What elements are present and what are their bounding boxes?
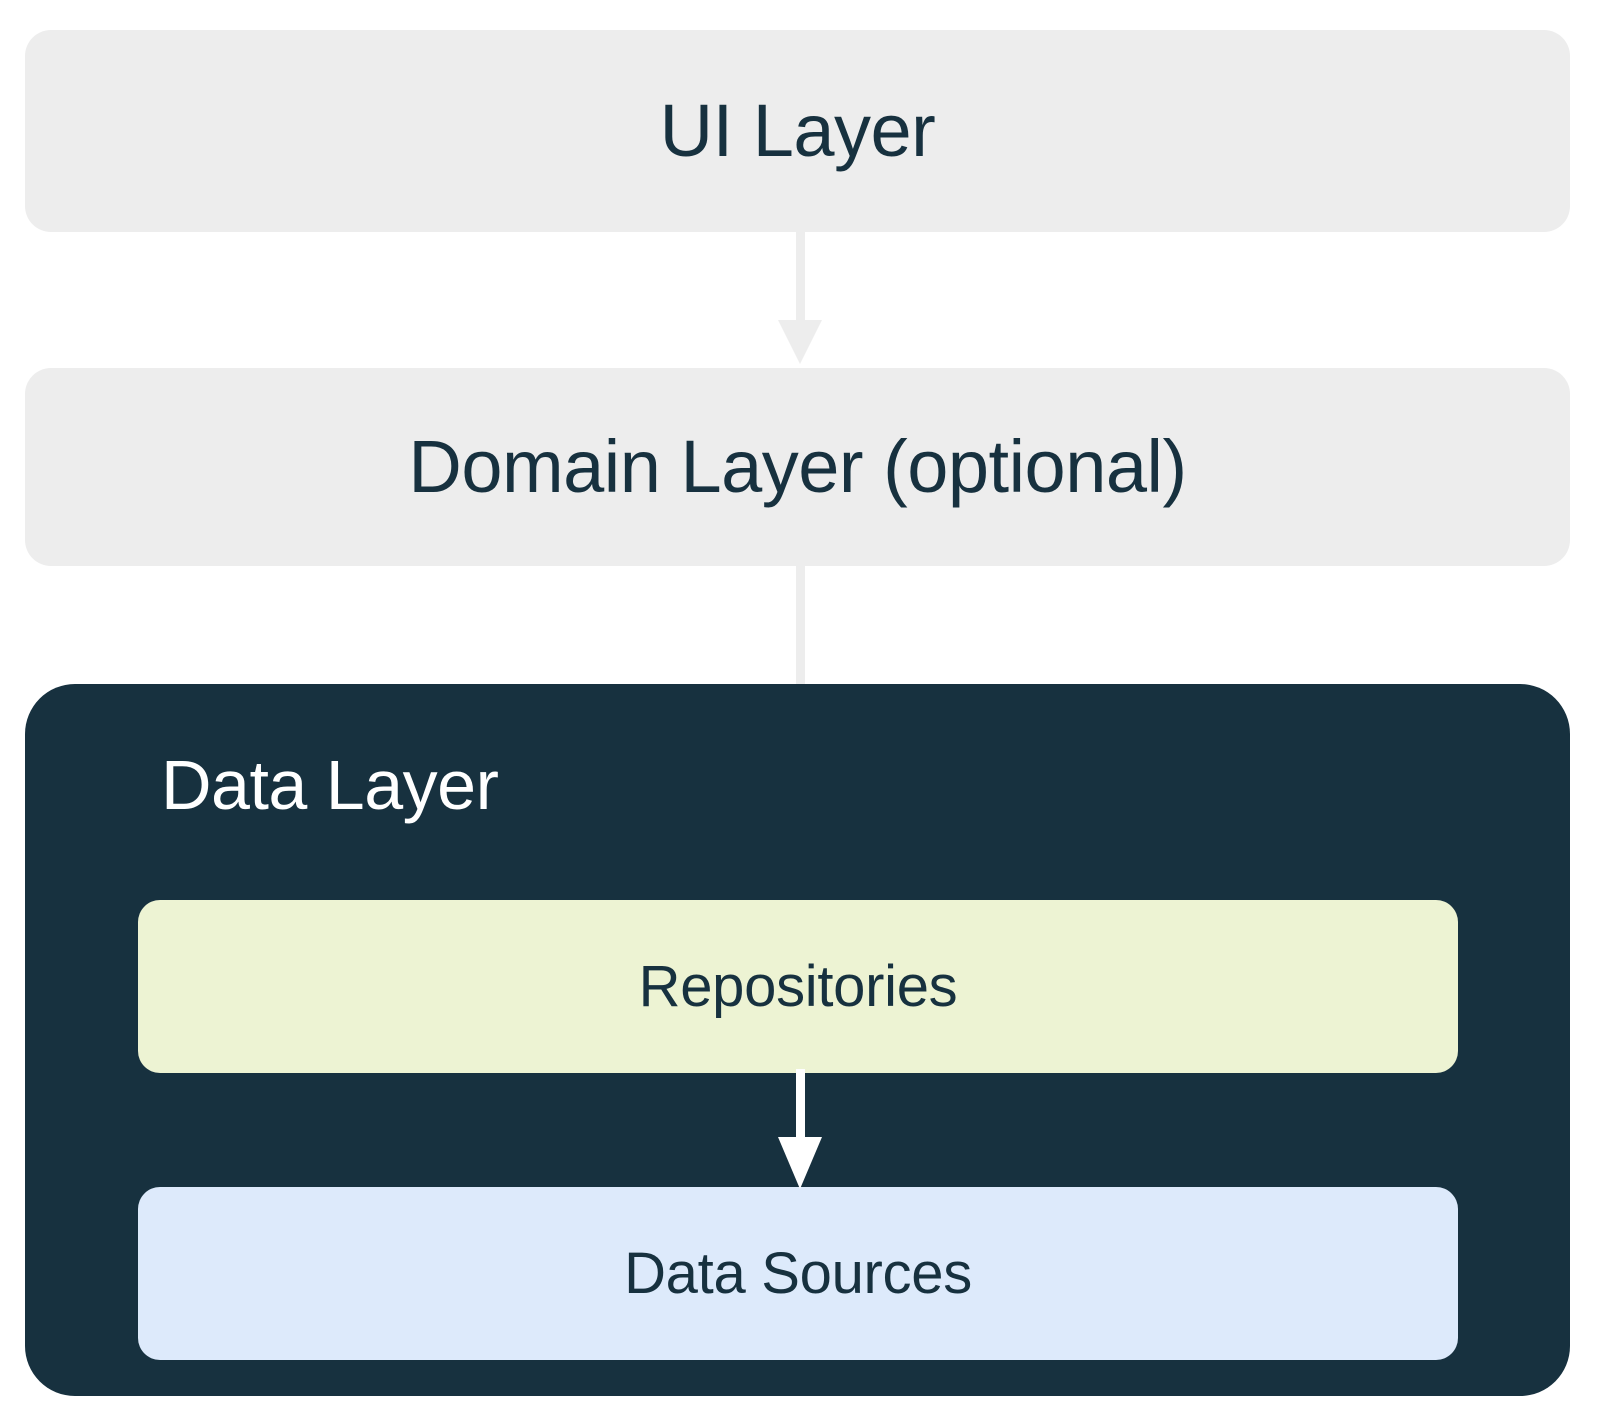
domain-layer-label: Domain Layer (optional) (408, 425, 1187, 508)
arrow-repositories-to-data-sources-icon (758, 1069, 842, 1189)
domain-layer-box: Domain Layer (optional) (25, 368, 1570, 566)
data-layer-title: Data Layer (161, 746, 499, 824)
arrow-ui-to-domain-icon (758, 228, 842, 364)
data-layer-box: Data Layer Repositories Data Sources (25, 684, 1570, 1396)
ui-layer-box: UI Layer (25, 30, 1570, 232)
data-sources-label: Data Sources (624, 1240, 972, 1306)
data-sources-box: Data Sources (138, 1187, 1458, 1360)
repositories-box: Repositories (138, 900, 1458, 1073)
ui-layer-label: UI Layer (659, 89, 936, 172)
repositories-label: Repositories (638, 953, 958, 1019)
